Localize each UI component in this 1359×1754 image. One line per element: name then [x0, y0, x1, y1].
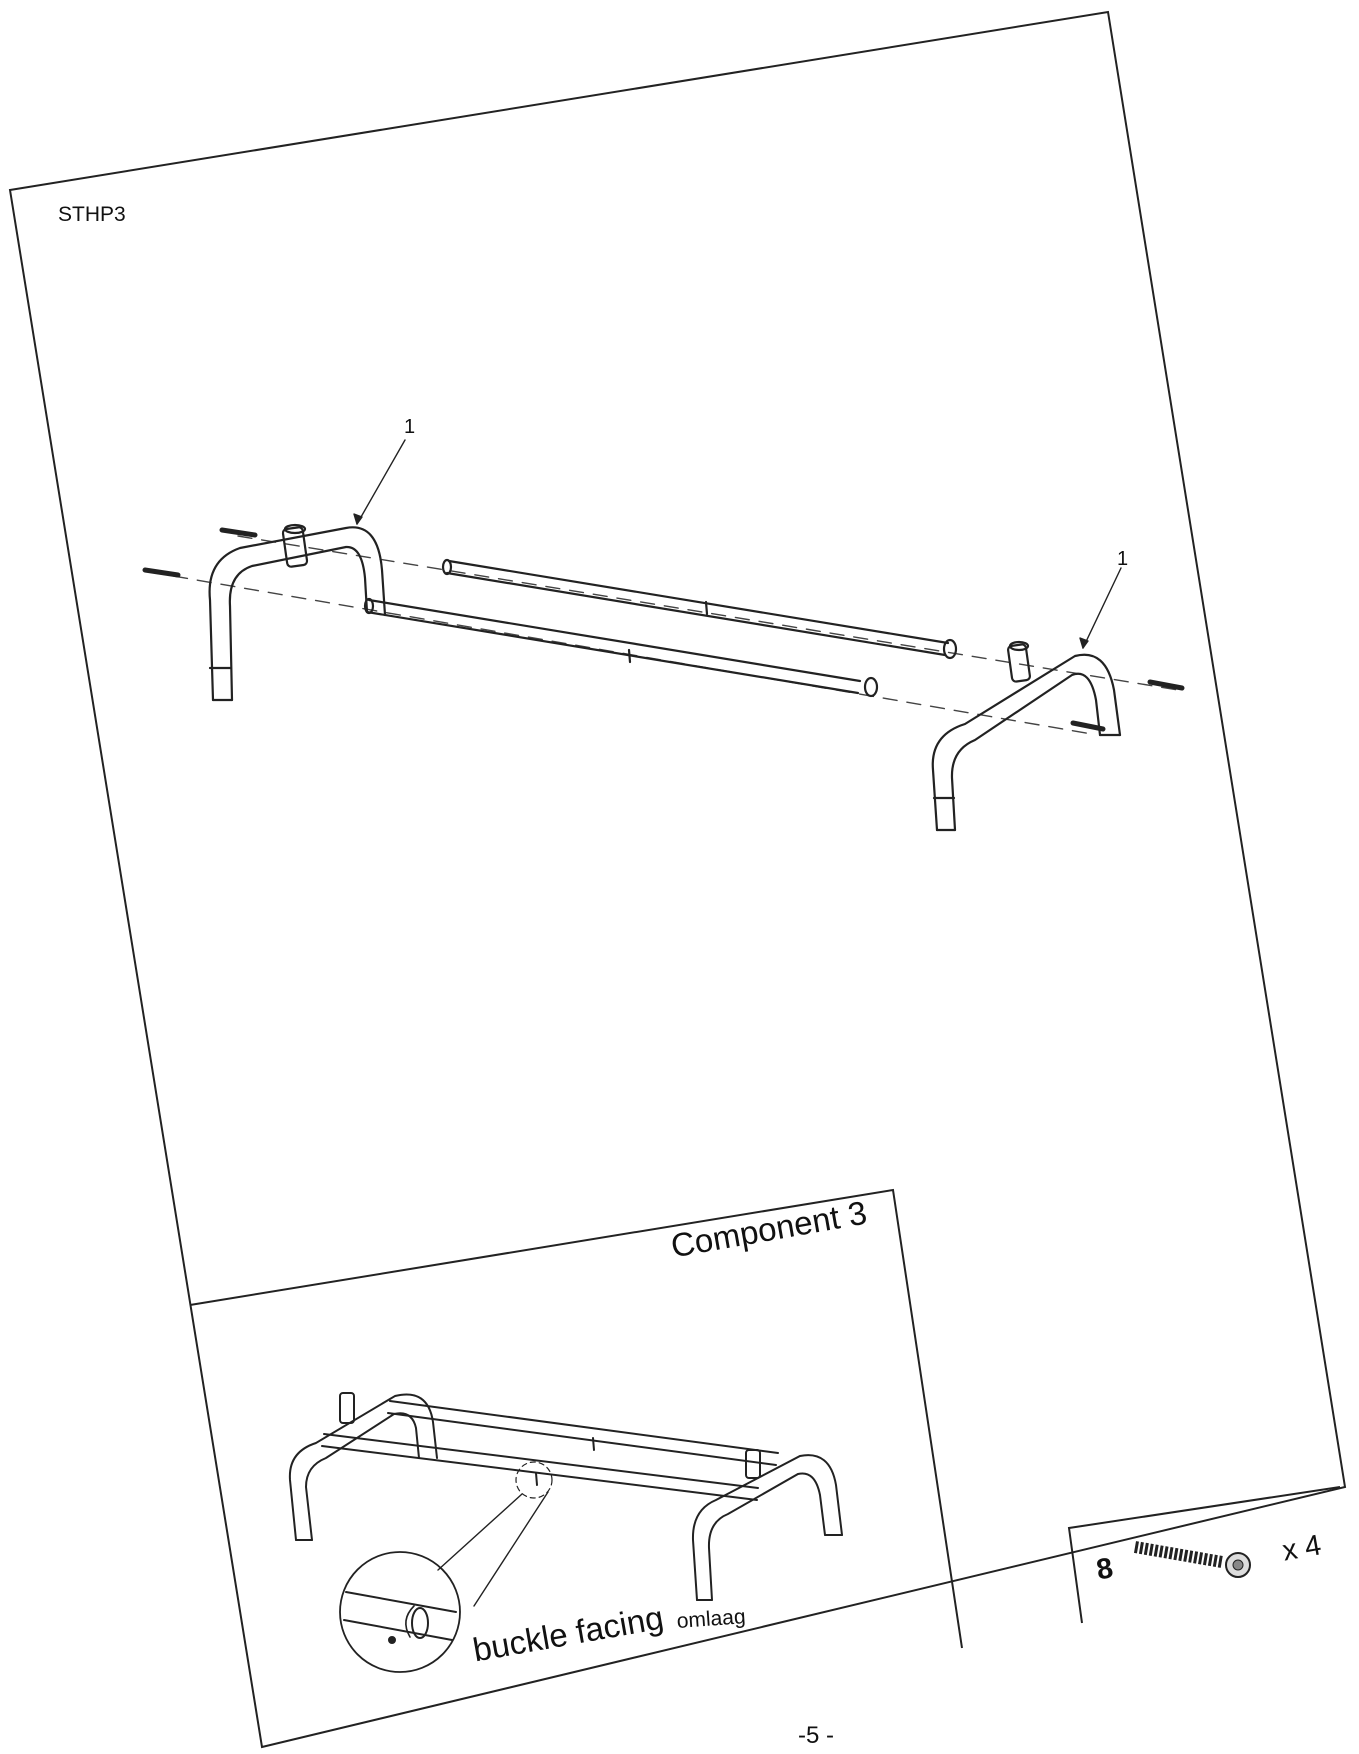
alignment-lines [149, 535, 1179, 735]
right-frame [931, 640, 1122, 832]
hardware-box-border [1067, 1486, 1341, 1624]
page-border [8, 10, 1347, 1749]
hardware-quantity: x 4 [1280, 1529, 1324, 1568]
left-frame [208, 523, 387, 702]
part-callout-left: 1 [404, 416, 416, 438]
page-number: -5 - [798, 1722, 834, 1749]
model-code: STHP3 [58, 203, 126, 226]
crossbars [363, 558, 958, 698]
callout-leaders [353, 439, 1122, 649]
part-callout-right: 1 [1117, 548, 1129, 570]
screw-icon [1133, 1541, 1251, 1578]
assembled-view [288, 1392, 843, 1673]
detail-overlay-text: omlaag [676, 1605, 747, 1633]
exploded-assembly [142, 439, 1185, 832]
detail-magnifier [339, 1551, 461, 1673]
screws [142, 527, 1185, 732]
inset-border [189, 1188, 963, 1649]
